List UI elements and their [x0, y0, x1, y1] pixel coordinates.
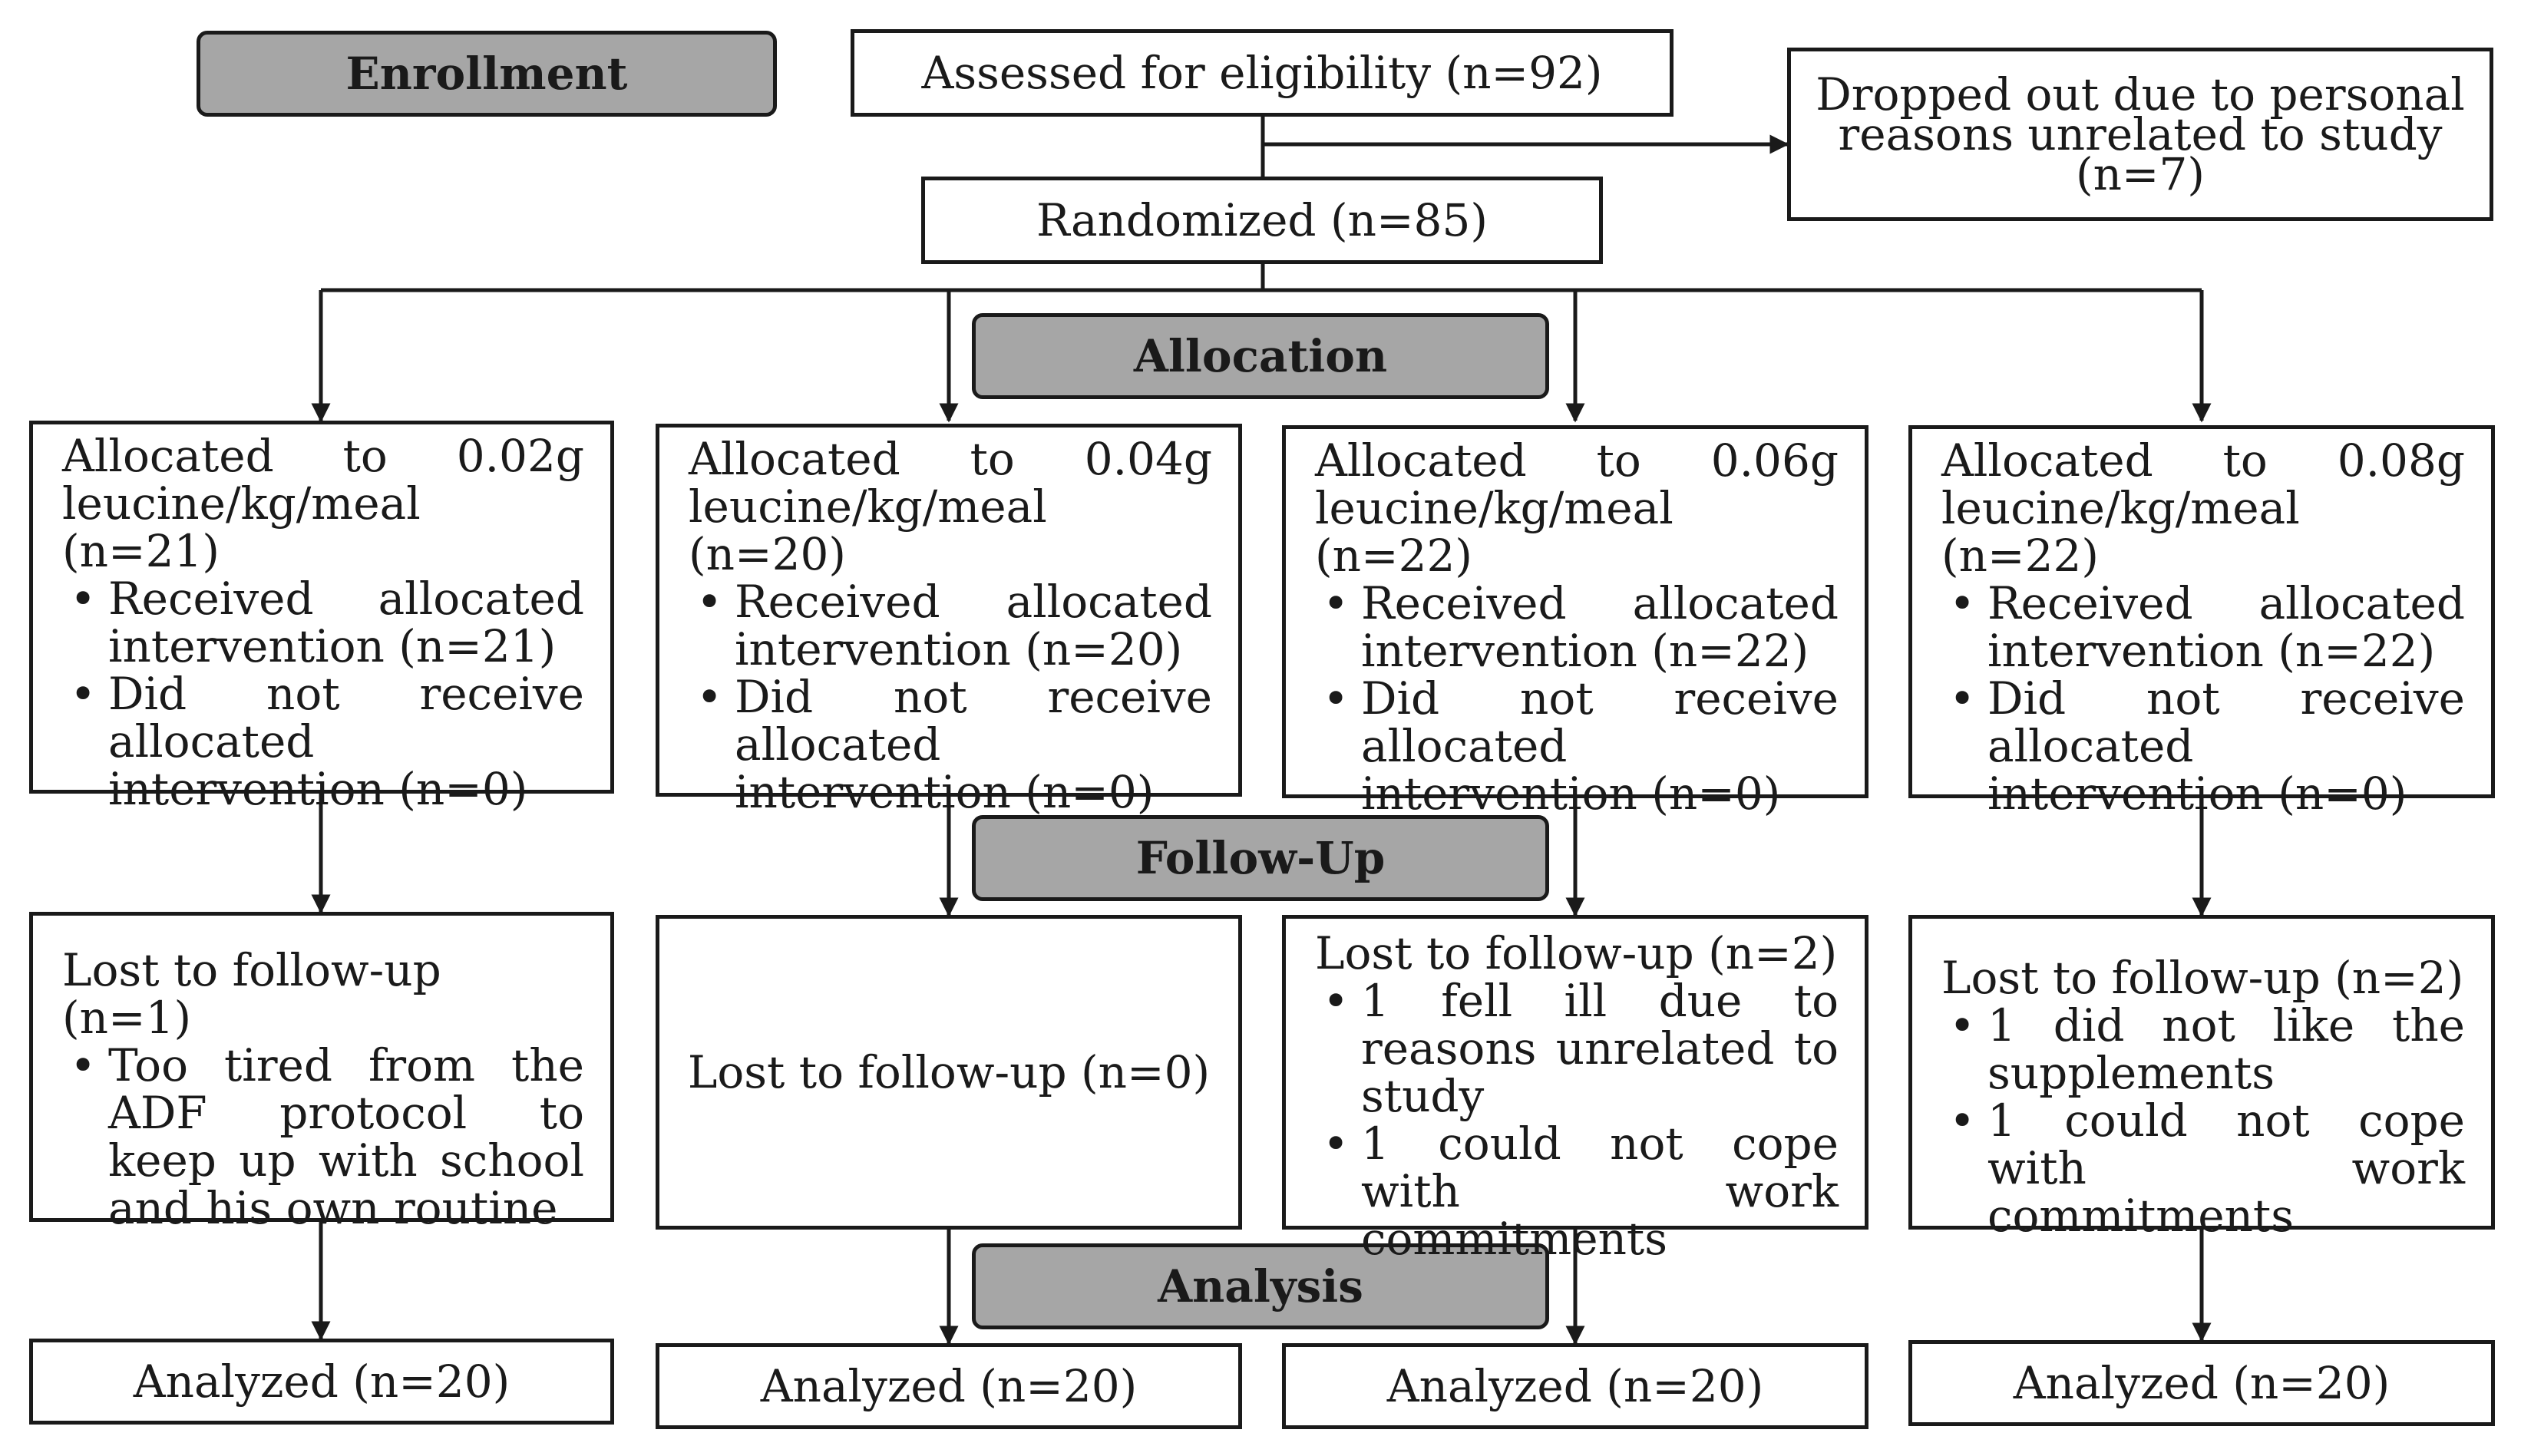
- follow-up-box-arm-4: Lost to follow-up (n=2) 1 did not like t…: [1908, 915, 2495, 1240]
- analyzed-box-arm-1: Analyzed (n=20): [29, 1339, 614, 1425]
- stage-allocation: Allocation: [972, 313, 1549, 399]
- allocation-label: Allocated to 0.08g: [1941, 434, 2465, 487]
- allocation-box-arm-3: Allocated to 0.06g leucine/kg/meal (n=22…: [1282, 425, 1868, 817]
- allocation-dose: leucine/kg/meal (n=21): [62, 477, 421, 577]
- received-item: Received allocated intervention (n=21): [62, 575, 584, 670]
- lost-to-follow-up-title: Lost to follow-up (n=2): [1315, 927, 1838, 979]
- dropout-line-3: (n=7): [2075, 148, 2205, 200]
- assessed-box: Assessed for eligibility (n=92): [851, 29, 1674, 117]
- allocation-label: Allocated to 0.02g: [62, 430, 584, 482]
- received-item: Received allocated intervention (n=22): [1315, 579, 1839, 675]
- dropout-box: Dropped out due to personal reasons unre…: [1787, 48, 2493, 221]
- follow-up-box-arm-2: Lost to follow-up (n=0): [656, 915, 1242, 1230]
- lost-reason-item: 1 did not like the supplements: [1941, 1002, 2465, 1097]
- analyzed-box-arm-4: Analyzed (n=20): [1908, 1340, 2495, 1426]
- received-item: Received allocated intervention (n=20): [689, 578, 1212, 673]
- dropout-line-2: reasons unrelated to study: [1838, 108, 2443, 160]
- not-received-item: Did not receive allocated intervention (…: [1315, 675, 1839, 817]
- stage-follow-up: Follow-Up: [972, 815, 1549, 901]
- lost-reason-item: 1 fell ill due to reasons unrelated to s…: [1315, 977, 1839, 1120]
- allocation-box-arm-2: Allocated to 0.04g leucine/kg/meal (n=20…: [656, 424, 1242, 816]
- analyzed-box-arm-3: Analyzed (n=20): [1282, 1343, 1868, 1429]
- not-received-item: Did not receive allocated intervention (…: [1941, 675, 2465, 817]
- not-received-item: Did not receive allocated intervention (…: [62, 670, 584, 813]
- allocation-box-arm-4: Allocated to 0.08g leucine/kg/meal (n=22…: [1908, 425, 2495, 817]
- received-item: Received allocated intervention (n=22): [1941, 579, 2465, 675]
- allocation-dose: leucine/kg/meal (n=20): [689, 480, 1047, 580]
- allocation-label: Allocated to 0.06g: [1315, 434, 1839, 487]
- lost-reason-item: Too tired from the ADF protocol to keep …: [62, 1042, 584, 1232]
- stage-enrollment: Enrollment: [197, 31, 777, 117]
- not-received-item: Did not receive allocated intervention (…: [689, 673, 1212, 816]
- allocation-box-arm-1: Allocated to 0.02g leucine/kg/meal (n=21…: [29, 421, 614, 813]
- lost-reason-item: 1 could not cope with work commitments: [1315, 1120, 1839, 1263]
- follow-up-box-arm-3: Lost to follow-up (n=2) 1 fell ill due t…: [1282, 915, 1868, 1263]
- allocation-dose: leucine/kg/meal (n=22): [1315, 482, 1674, 582]
- dropout-line-1: Dropped out due to personal: [1816, 68, 2465, 121]
- lost-to-follow-up-title: Lost to follow-up (n=1): [62, 944, 441, 1044]
- allocation-label: Allocated to 0.04g: [689, 433, 1212, 485]
- analyzed-box-arm-2: Analyzed (n=20): [656, 1343, 1242, 1429]
- follow-up-box-arm-1: Lost to follow-up (n=1) Too tired from t…: [29, 912, 614, 1232]
- lost-reason-item: 1 could not cope with work commitments: [1941, 1097, 2465, 1240]
- randomized-box: Randomized (n=85): [921, 177, 1603, 264]
- lost-to-follow-up-title: Lost to follow-up (n=0): [687, 1046, 1211, 1098]
- allocation-dose: leucine/kg/meal (n=22): [1941, 482, 2300, 582]
- lost-to-follow-up-title: Lost to follow-up (n=2): [1941, 952, 2464, 1004]
